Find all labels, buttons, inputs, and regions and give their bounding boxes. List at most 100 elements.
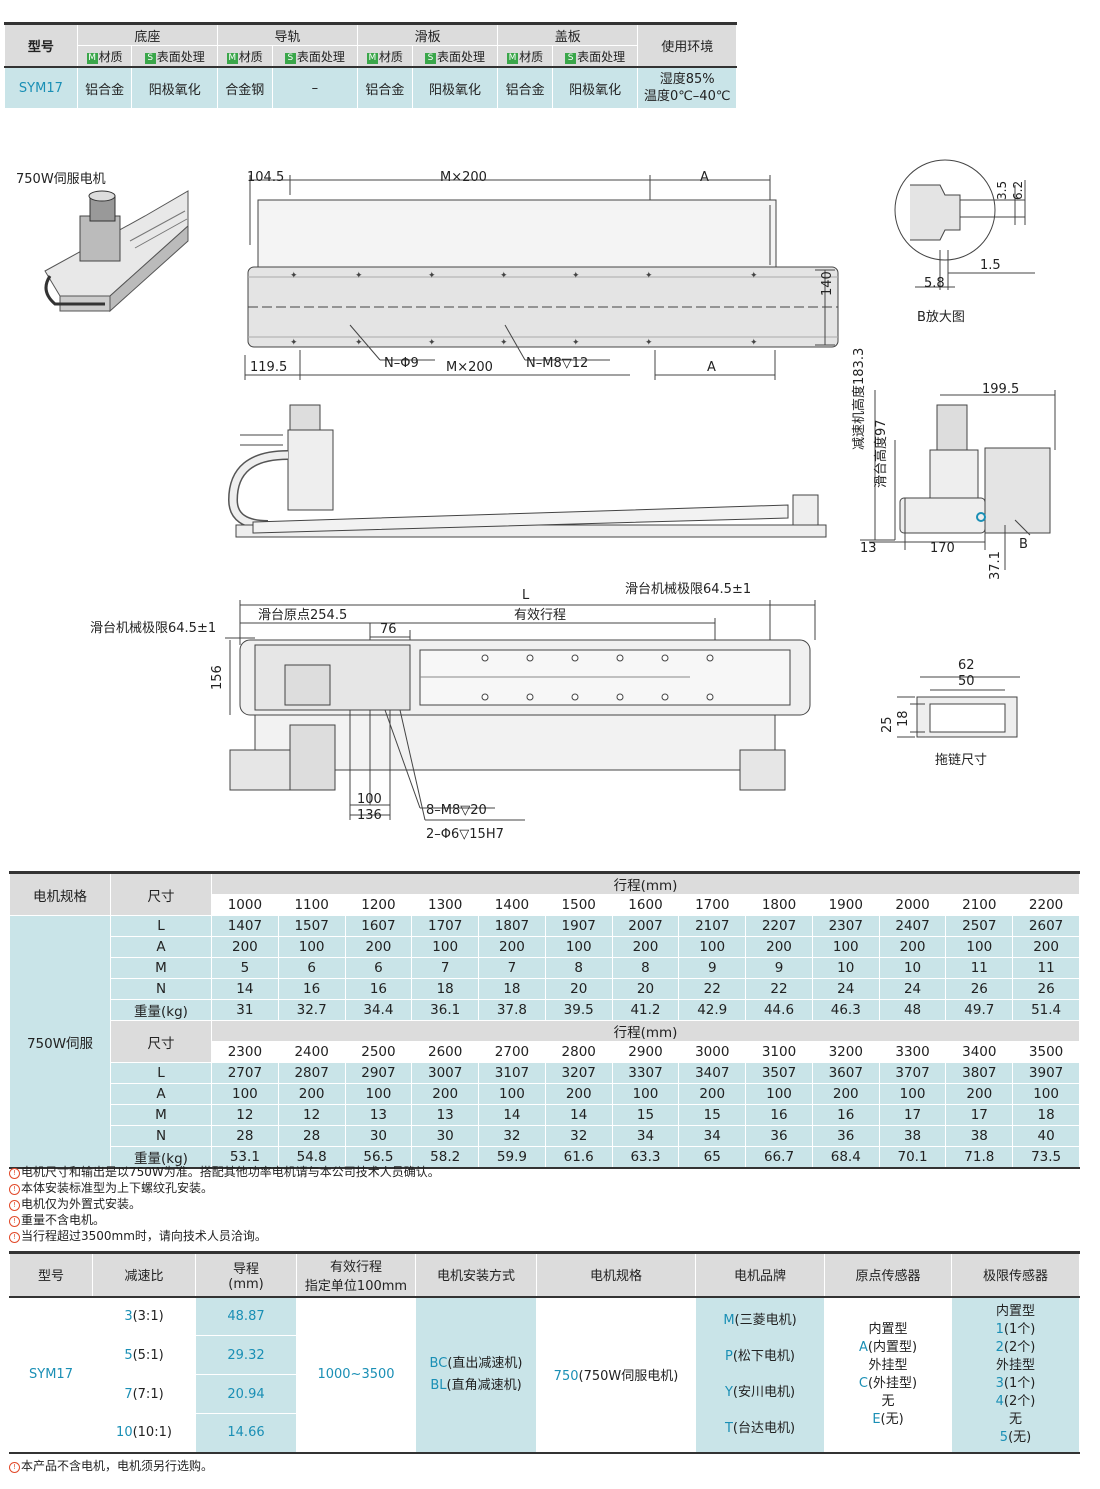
svg-text:✦: ✦ (428, 338, 436, 348)
table-cell: 37.8 (478, 999, 546, 1021)
table-cell: 1707 (411, 915, 480, 937)
table-cell: 1607 (344, 915, 413, 937)
order-stroke: 1000~3500 (296, 1296, 416, 1454)
table-cell: 58.2 (411, 1146, 480, 1169)
table-cell: 200 (1012, 936, 1080, 958)
table-cell: 3107 (478, 1062, 546, 1084)
table-cell: 100 (678, 936, 747, 958)
table-cell: 66.7 (745, 1146, 813, 1169)
table-cell: 32 (478, 1125, 546, 1147)
table-cell: 5 (211, 957, 279, 979)
row-label: A (110, 936, 212, 958)
stroke-header-cell: 2300 (211, 1041, 279, 1063)
header-stroke: 行程(mm) (211, 871, 1080, 895)
dim-reducer-height: 减速机高度183.3 (852, 347, 867, 450)
table-cell: 38 (878, 1125, 947, 1147)
ratio-cell: 5(5:1) (92, 1335, 196, 1375)
order-limit: 内置型 1(1个) 2(2个) 外挂型 3(1个) 4(2个) 无 5(无) (951, 1296, 1080, 1454)
stroke-header-cell: 2100 (945, 894, 1014, 916)
table-cell: 200 (544, 1083, 613, 1105)
table-cell: 3407 (678, 1062, 747, 1084)
table-cell: 61.6 (544, 1146, 613, 1169)
table-cell: 22 (745, 978, 813, 1000)
table-cell: 63.3 (611, 1146, 680, 1169)
table-cell: 100 (411, 936, 480, 958)
dim-a: A (700, 170, 709, 185)
table-cell: 30 (344, 1125, 413, 1147)
table-cell: 15 (611, 1104, 680, 1126)
row-label: L (110, 915, 212, 937)
table-cell: 100 (878, 1083, 947, 1105)
table-cell: 2507 (945, 915, 1014, 937)
stroke-header-cell: 3500 (1012, 1041, 1080, 1063)
table-cell: 2307 (811, 915, 880, 937)
b-detail-drawing (894, 159, 1035, 290)
svg-text:✦: ✦ (500, 271, 508, 281)
table-cell: 100 (211, 1083, 279, 1105)
table-cell: 13 (344, 1104, 413, 1126)
dim-8-m8: 8–M8▽20 (426, 803, 487, 818)
order-brand: M(三菱电机) P(松下电机) Y(安川电机) T(台达电机) (695, 1296, 825, 1454)
dim-limit-left: 滑台机械极限64.5±1 (90, 621, 217, 636)
dim-m200-bottom: M×200 (446, 360, 493, 375)
table-cell: 9 (745, 957, 813, 979)
stroke-header-cell: 1200 (344, 894, 413, 916)
table-cell: 1907 (544, 915, 613, 937)
dim-1-5: 1.5 (980, 258, 1001, 273)
table-cell: 14 (211, 978, 279, 1000)
table-cell: 3607 (811, 1062, 880, 1084)
svg-text:✦: ✦ (290, 271, 298, 281)
note-item: !重量不含电机。 (9, 1212, 440, 1228)
row-label: L (110, 1062, 212, 1084)
lead-cell: 14.66 (195, 1413, 297, 1454)
table-cell: 22 (678, 978, 747, 1000)
svg-text:✦: ✦ (500, 338, 508, 348)
stroke-header-cell: 1000 (211, 894, 279, 916)
table-cell: 2107 (678, 915, 747, 937)
table-cell: 38 (945, 1125, 1014, 1147)
ohdr-origin: 原点传感器 (824, 1251, 952, 1298)
table-cell: 2707 (211, 1062, 279, 1084)
table-cell: 200 (611, 936, 680, 958)
header-motor-spec: 电机规格 (9, 871, 111, 916)
table-cell: 70.1 (878, 1146, 947, 1169)
table-cell: 16 (745, 1104, 813, 1126)
stroke-header-cell: 3000 (678, 1041, 747, 1063)
dim-156: 156 (210, 665, 225, 690)
stroke-header-cell: 2500 (344, 1041, 413, 1063)
svg-text:✦: ✦ (750, 271, 758, 281)
ohdr-model: 型号 (9, 1251, 93, 1298)
dim-140: 140 (820, 271, 835, 296)
table-cell: 34 (611, 1125, 680, 1147)
table-cell: 3507 (745, 1062, 813, 1084)
dim-stroke: 有效行程 (514, 608, 567, 623)
order-mount: BC(直出减速机) BL(直角减速机) (415, 1296, 537, 1454)
header-base: 底座 (76, 22, 218, 46)
table-cell: 71.8 (945, 1146, 1014, 1169)
stroke-header-cell: 1300 (411, 894, 480, 916)
table-cell: 13 (411, 1104, 480, 1126)
table-cell: 100 (344, 1083, 413, 1105)
ohdr-limit: 极限传感器 (951, 1251, 1080, 1298)
cell-rail-material: 合金钢 (216, 66, 273, 109)
table-cell: 16 (277, 978, 346, 1000)
table-cell: 30 (411, 1125, 480, 1147)
dim-n-m8: N–M8▽12 (526, 356, 589, 371)
table-cell: 200 (211, 936, 279, 958)
table-cell: 41.2 (611, 999, 680, 1021)
motor-caption: 750W伺服电机 (16, 172, 106, 187)
chain-dim-18: 18 (896, 710, 911, 727)
table-cell: 100 (745, 1083, 813, 1105)
stroke-header-cell: 1100 (277, 894, 346, 916)
row-label: N (110, 978, 212, 1000)
stroke-header-cell: 1800 (745, 894, 813, 916)
row-label: M (110, 1104, 212, 1126)
table-cell: 10 (811, 957, 880, 979)
table-cell: 3907 (1012, 1062, 1080, 1084)
stroke-header-cell: 1700 (678, 894, 747, 916)
table-cell: 10 (878, 957, 947, 979)
header-stroke: 行程(mm) (211, 1020, 1080, 1042)
